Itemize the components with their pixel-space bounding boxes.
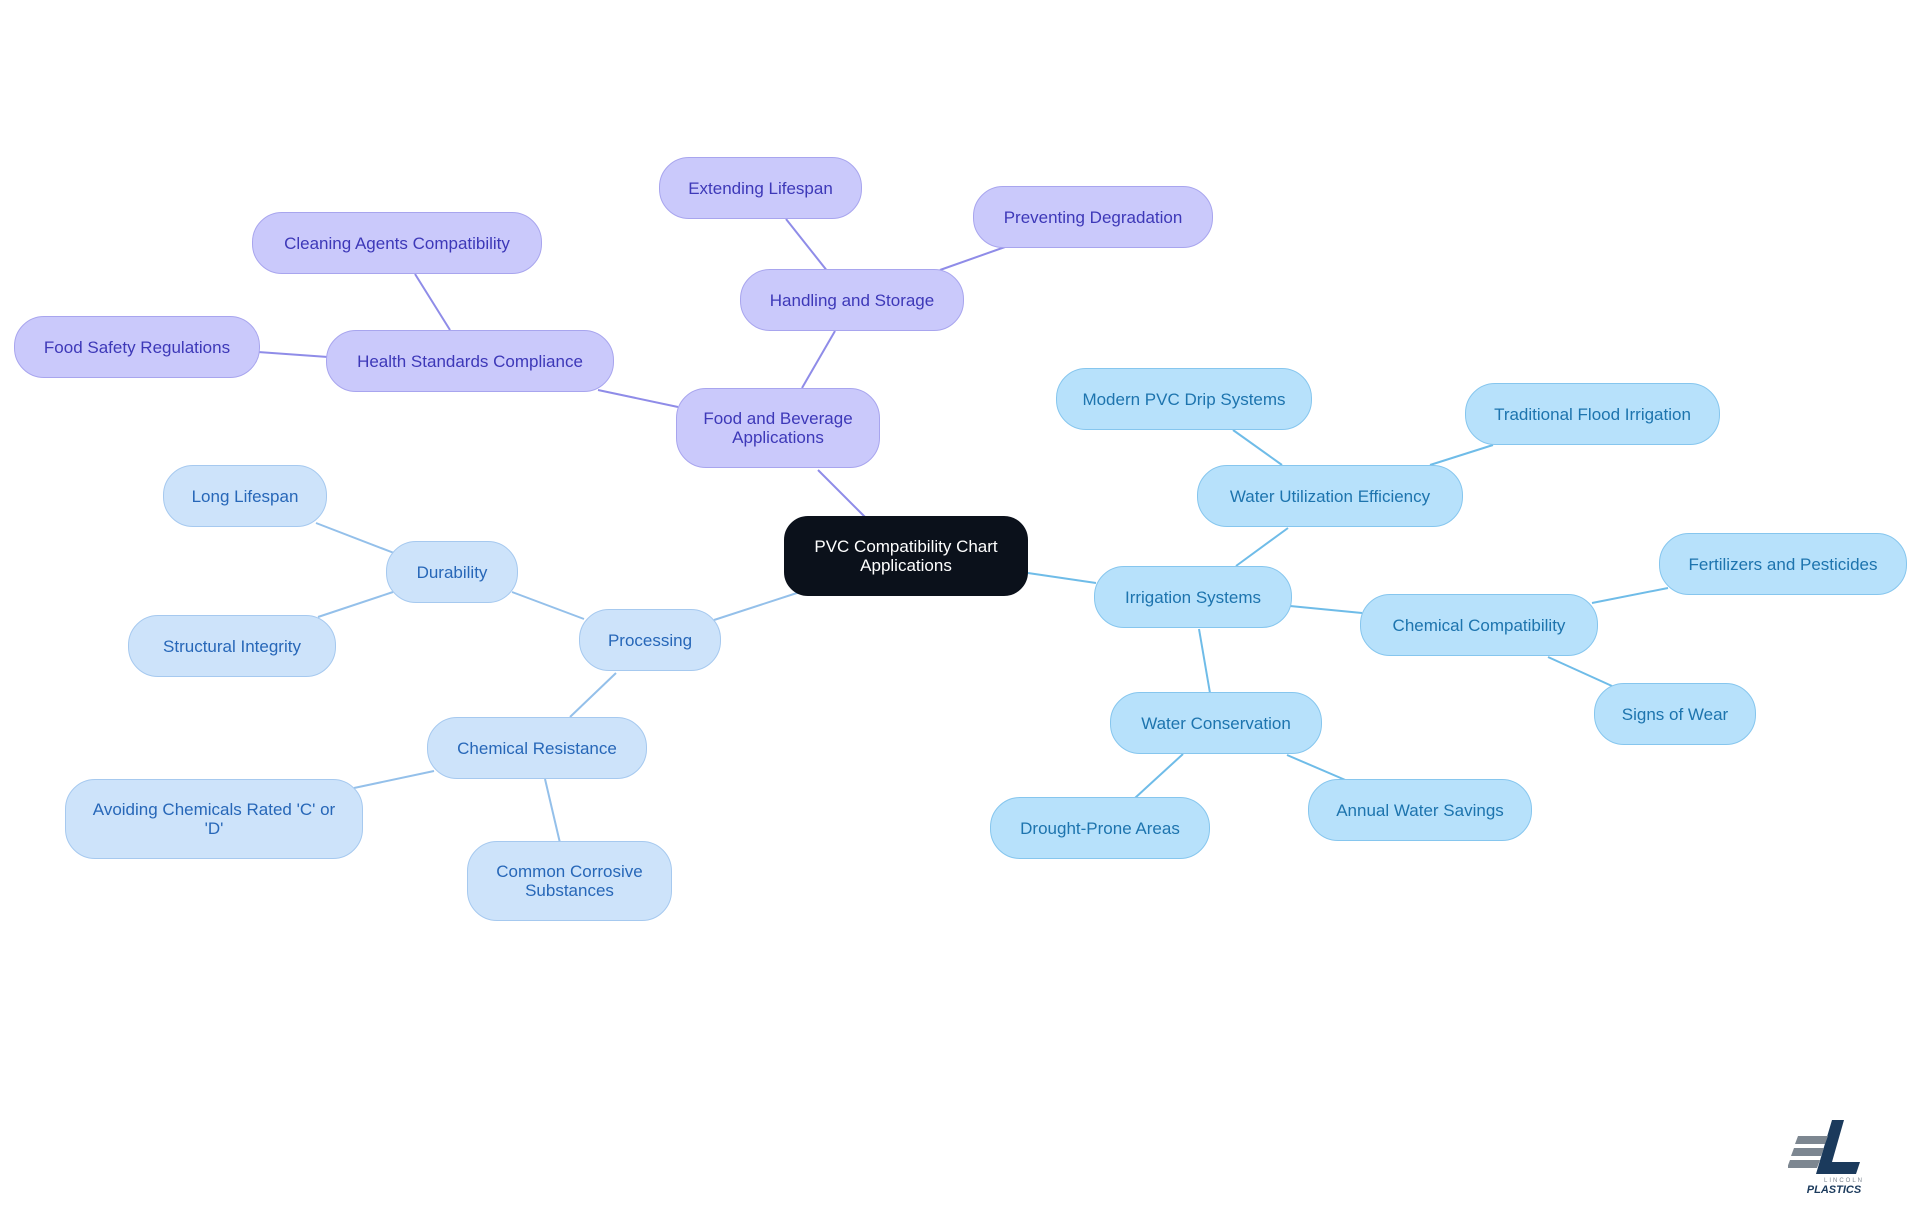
node-traditional-flood: Traditional Flood Irrigation: [1465, 383, 1720, 445]
edge-irrigation-chemcompat: [1289, 605, 1363, 614]
edge-handling-preventing: [939, 246, 1006, 271]
edge-food-health: [597, 389, 679, 408]
node-processing: Processing: [579, 609, 721, 671]
node-water-utilization-label: Water Utilization Efficiency: [1229, 486, 1431, 506]
root-label-line1: PVC Compatibility Chart: [814, 537, 998, 556]
edge-waterutil-drip: [1232, 429, 1283, 466]
edge-chemcompat-fertilizers: [1591, 587, 1669, 604]
node-handling-storage-label: Handling and Storage: [769, 290, 935, 310]
edge-durability-structural: [317, 591, 394, 618]
node-handling-storage: Handling and Storage: [740, 269, 964, 331]
edge-chemcompat-wear: [1547, 656, 1613, 687]
node-irrigation-systems-label: Irrigation Systems: [1124, 587, 1262, 607]
node-food-safety-label: Food Safety Regulations: [43, 337, 231, 357]
node-fertilizers: Fertilizers and Pesticides: [1659, 533, 1907, 595]
node-structural-integrity: Structural Integrity: [128, 615, 336, 677]
node-extending-lifespan-label: Extending Lifespan: [688, 178, 833, 198]
node-long-lifespan-label: Long Lifespan: [191, 486, 299, 506]
node-water-conservation-label: Water Conservation: [1141, 713, 1291, 733]
edge-food-handling: [801, 330, 836, 389]
edge-handling-extending: [785, 218, 829, 273]
node-food-beverage-line1: Food and Beverage: [703, 409, 853, 428]
edge-irrigation-waterutil: [1235, 527, 1289, 567]
node-preventing-degradation: Preventing Degradation: [973, 186, 1213, 248]
node-common-corrosive-line1: Common Corrosive: [496, 862, 643, 881]
node-fertilizers-label: Fertilizers and Pesticides: [1688, 554, 1878, 574]
node-durability: Durability: [386, 541, 518, 603]
node-chemical-compatibility-label: Chemical Compatibility: [1392, 615, 1566, 635]
node-health-standards: Health Standards Compliance: [326, 330, 614, 392]
node-cleaning-agents-label: Cleaning Agents Compatibility: [284, 233, 510, 253]
node-drought-prone: Drought-Prone Areas: [990, 797, 1210, 859]
node-structural-integrity-label: Structural Integrity: [163, 636, 301, 656]
logo-line2: PLASTICS: [1807, 1184, 1862, 1196]
node-long-lifespan: Long Lifespan: [163, 465, 327, 527]
node-annual-savings-label: Annual Water Savings: [1336, 800, 1504, 820]
node-food-safety: Food Safety Regulations: [14, 316, 260, 378]
logo-mark-icon: LINCOLN PLASTICS: [1787, 1120, 1864, 1196]
node-water-conservation: Water Conservation: [1110, 692, 1322, 754]
node-modern-drip-label: Modern PVC Drip Systems: [1082, 389, 1286, 409]
edge-waterutil-flood: [1429, 444, 1494, 466]
node-food-beverage-line2: Applications: [732, 428, 824, 447]
edge-processing-durability: [511, 591, 585, 620]
node-common-corrosive-line2: Substances: [525, 881, 614, 900]
node-signs-of-wear-label: Signs of Wear: [1621, 704, 1729, 724]
node-cleaning-agents: Cleaning Agents Compatibility: [252, 212, 542, 274]
node-water-utilization: Water Utilization Efficiency: [1197, 465, 1463, 527]
logo-line1: LINCOLN: [1824, 1178, 1864, 1184]
node-processing-label: Processing: [607, 630, 693, 650]
edge-irrigation-conservation: [1198, 628, 1211, 694]
edge-health-cleaning: [414, 273, 451, 331]
edge-conservation-savings: [1286, 754, 1351, 783]
node-avoiding-chemicals-line1: Avoiding Chemicals Rated 'C' or: [92, 800, 336, 819]
edge-durability-longlifespan: [315, 522, 395, 554]
edge-root-irrigation: [1027, 572, 1097, 584]
node-modern-drip: Modern PVC Drip Systems: [1056, 368, 1312, 430]
node-drought-prone-label: Drought-Prone Areas: [1020, 818, 1180, 838]
edge-root-food: [817, 469, 867, 519]
edge-root-processing: [713, 591, 801, 621]
edge-health-foodsafety: [257, 351, 329, 358]
node-avoiding-chemicals: Avoiding Chemicals Rated 'C' or'D': [65, 779, 363, 859]
node-durability-label: Durability: [416, 562, 488, 582]
node-health-standards-label: Health Standards Compliance: [357, 351, 583, 371]
edge-processing-chemres: [569, 672, 617, 718]
node-signs-of-wear: Signs of Wear: [1594, 683, 1756, 745]
node-chemical-resistance-label: Chemical Resistance: [457, 738, 617, 758]
node-chemical-compatibility: Chemical Compatibility: [1360, 594, 1598, 656]
node-traditional-flood-label: Traditional Flood Irrigation: [1494, 404, 1691, 424]
node-extending-lifespan: Extending Lifespan: [659, 157, 862, 219]
node-annual-savings: Annual Water Savings: [1308, 779, 1532, 841]
node-chemical-resistance: Chemical Resistance: [427, 717, 647, 779]
root-label-line2: Applications: [860, 556, 952, 575]
node-avoiding-chemicals-line2: 'D': [204, 819, 224, 838]
edge-chemres-avoiding: [353, 770, 435, 789]
node-irrigation-systems: Irrigation Systems: [1094, 566, 1292, 628]
node-preventing-degradation-label: Preventing Degradation: [1003, 207, 1183, 227]
lincoln-plastics-logo: LINCOLN PLASTICS: [1787, 1118, 1884, 1198]
edge-chemres-corrosive: [544, 778, 561, 844]
edge-conservation-drought: [1134, 753, 1184, 799]
